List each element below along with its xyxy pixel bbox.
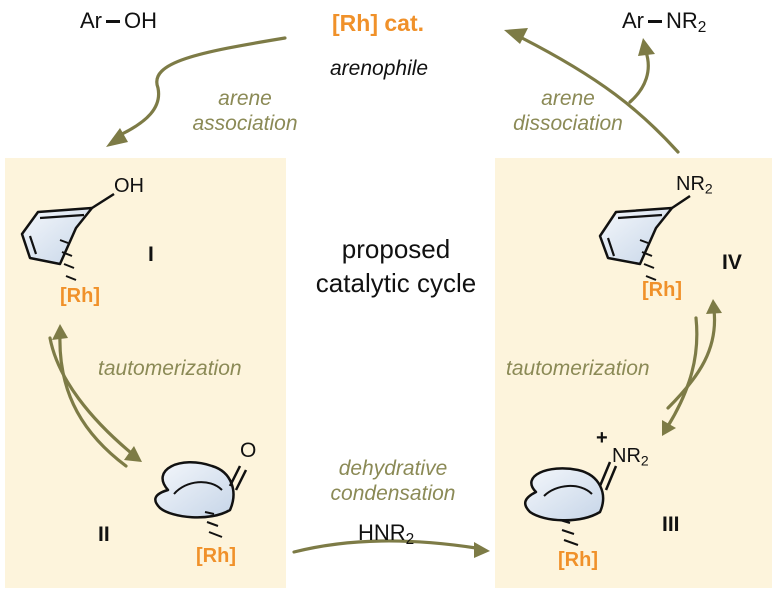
catalyst-label: [Rh] cat. — [332, 10, 424, 36]
intermediate-IV-structure — [598, 194, 691, 281]
dehydrative-condensation-label: dehydrative condensation — [308, 456, 478, 506]
intermediate-III-charge: + — [596, 427, 608, 449]
hnr2-text: HNR — [358, 520, 406, 545]
intermediate-III-structure — [523, 461, 618, 546]
arene-association-label: arene association — [170, 86, 320, 136]
tautomerization-right-forward-arrow — [666, 308, 717, 410]
intermediate-III-nr: NR — [612, 445, 641, 467]
arnr2-product: Ar NR2 — [622, 8, 707, 36]
center-caption: proposed catalytic cycle — [306, 232, 486, 300]
arene-association-line1: arene — [218, 87, 272, 110]
intermediate-II-metal: [Rh] — [196, 545, 236, 567]
arene-dissociation-arrowhead — [504, 28, 528, 44]
intermediate-I-metal: [Rh] — [60, 285, 100, 307]
intermediate-IV-subscript: 2 — [704, 180, 713, 197]
intermediate-IV-substituent: NR2 — [676, 174, 713, 196]
condensation-arrowhead — [474, 542, 490, 558]
hnr2-reagent: HNR2 — [358, 520, 415, 548]
intermediate-III-substituent: NR2 — [612, 446, 649, 468]
tautomerization-left-label: tautomerization — [98, 357, 242, 380]
center-caption-line2: catalytic cycle — [315, 268, 477, 298]
tautomerization-right-reverse-arrow — [666, 316, 699, 428]
tautomerization-right-reverse-arrowhead — [662, 420, 676, 436]
bond-line — [106, 19, 120, 23]
arnr2-ar: Ar — [622, 8, 644, 33]
tautomerization-right-forward-arrowhead — [706, 299, 722, 314]
arene-association-line2: association — [192, 112, 298, 135]
bond-line — [648, 19, 662, 23]
aroh-reagent: Ar OH — [80, 10, 157, 32]
tautomerization-left-forward-arrowhead — [124, 446, 142, 462]
tautomerization-left-forward-arrow — [48, 336, 132, 454]
arnr2-nr: NR — [666, 8, 698, 33]
intermediate-II-substituent: O — [240, 439, 257, 462]
intermediate-III-numeral: III — [662, 513, 680, 536]
center-caption-line1: proposed — [341, 234, 451, 264]
hnr2-subscript: 2 — [405, 530, 415, 548]
tautomerization-right-label: tautomerization — [506, 357, 650, 380]
intermediate-IV-nr: NR — [676, 173, 705, 195]
catalyst-role: arenophile — [330, 57, 429, 80]
intermediate-IV-metal: [Rh] — [642, 279, 682, 301]
dehydrative-condensation-line2: condensation — [330, 482, 456, 505]
tautomerization-left-reverse-arrow — [58, 332, 128, 468]
intermediate-II-structure — [154, 461, 248, 538]
intermediate-I-structure — [20, 192, 115, 281]
intermediate-I-numeral: I — [148, 243, 154, 266]
tautomerization-left-reverse-arrowhead — [52, 324, 68, 340]
branch-to-arnr2-arrow — [628, 50, 650, 104]
arene-dissociation-line2: dissociation — [513, 112, 623, 135]
branch-arrowhead — [638, 38, 655, 56]
arene-dissociation-arrow — [520, 36, 680, 154]
arene-association-arrowhead — [106, 128, 128, 147]
arene-dissociation-line1: arene — [541, 87, 595, 110]
dehydrative-condensation-line1: dehydrative — [338, 457, 448, 480]
arene-association-arrow — [120, 36, 287, 136]
intermediate-I-substituent: OH — [114, 175, 144, 197]
intermediate-III-metal: [Rh] — [558, 549, 598, 571]
intermediate-II-numeral: II — [98, 523, 110, 546]
arnr2-subscript: 2 — [697, 18, 707, 36]
aroh-ar: Ar — [80, 8, 102, 33]
intermediate-III-subscript: 2 — [640, 452, 649, 469]
intermediate-IV-numeral: IV — [722, 251, 742, 274]
aroh-oh: OH — [124, 8, 157, 33]
arene-dissociation-label: arene dissociation — [488, 86, 648, 136]
condensation-arrow — [292, 539, 478, 554]
